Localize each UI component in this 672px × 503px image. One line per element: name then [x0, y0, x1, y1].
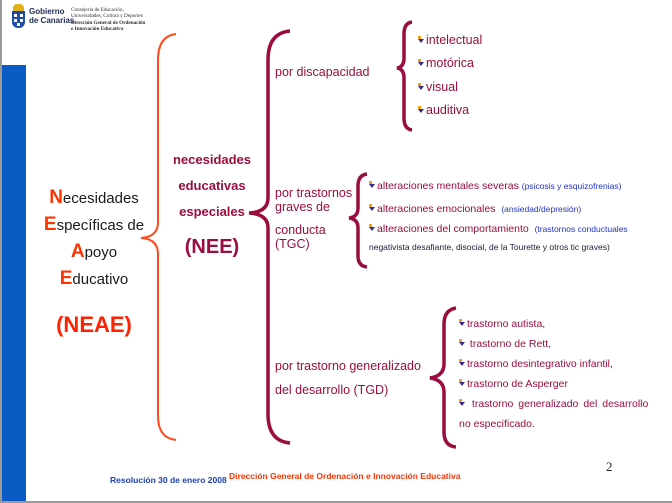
category-discapacidad: por discapacidad — [275, 65, 370, 79]
bullet-icon — [459, 399, 465, 407]
bullet-icon — [369, 204, 375, 212]
shield-icon — [12, 11, 25, 28]
list-item: trastorno desintegrativo infantil, — [459, 358, 613, 370]
bullet-icon — [459, 339, 465, 347]
bullet-icon — [369, 224, 375, 232]
bullet-icon — [418, 36, 424, 44]
discapacidad-brace — [396, 20, 413, 132]
side-blue-bar — [2, 65, 26, 501]
neae-line-2: Específicas de — [43, 214, 145, 235]
category-tgd: por trastorno generalizado — [275, 359, 421, 373]
nee-brace — [248, 29, 291, 445]
bullet-icon — [459, 359, 465, 367]
tgd-brace — [429, 306, 457, 449]
neae-acronym: (NEAE) — [56, 312, 132, 337]
list-item-continuation: negativista desafiante, disocial, de la … — [369, 242, 610, 252]
list-item: alteraciones emocionales (ansiedad/depre… — [369, 203, 581, 215]
nee-line-3: especiales — [179, 204, 245, 219]
bullet-icon — [418, 83, 424, 91]
bullet-icon — [418, 106, 424, 114]
bullet-icon — [369, 181, 375, 189]
footer-resolution: Resolución 30 de enero 2008 — [110, 475, 227, 485]
list-item: trastorno generalizado del desarrollo — [459, 398, 648, 410]
category-tgd-cont: del desarrollo (TGD) — [275, 383, 389, 397]
neae-line-4: Educativo — [59, 268, 129, 289]
list-item: trastorno de Asperger — [459, 378, 568, 390]
nee-line-1: necesidades — [172, 152, 252, 167]
bullet-icon — [459, 319, 465, 327]
page-number: 2 — [606, 459, 613, 474]
nee-acronym: (NEE) — [184, 236, 240, 258]
neae-brace — [140, 33, 177, 441]
neae-line-3: Apoyo — [70, 241, 118, 262]
list-item: alteraciones del comportamiento (trastor… — [369, 223, 628, 235]
logo-name: Gobierno de Canarias — [29, 7, 75, 25]
gobierno-canarias-logo: Gobierno de Canarias Consejería de Educa… — [11, 3, 145, 41]
bullet-icon — [459, 379, 465, 387]
tgc-brace — [348, 172, 368, 269]
list-item: trastorno de Rett, — [459, 338, 551, 350]
list-item: auditiva — [418, 103, 469, 117]
list-item-continuation: no especificado. — [459, 418, 535, 430]
footer-direction: Dirección General de Ordenación e Innova… — [229, 471, 461, 481]
department-text: Consejería de Educación, Universidades, … — [71, 7, 146, 33]
nee-line-2: educativas — [178, 178, 246, 193]
list-item: intelectual — [418, 33, 482, 47]
list-item: visual — [418, 80, 458, 94]
category-tgc-cont: conducta (TGC) — [275, 223, 326, 251]
crown-icon — [13, 4, 24, 11]
neae-line-1: Necesidades — [49, 187, 139, 208]
list-item: alteraciones mentales severas (psicosis … — [369, 180, 621, 192]
bullet-icon — [418, 59, 424, 67]
list-item: trastorno autista, — [459, 318, 545, 330]
list-item: motórica — [418, 56, 474, 70]
category-tgc: por trastornos graves de — [275, 186, 353, 214]
